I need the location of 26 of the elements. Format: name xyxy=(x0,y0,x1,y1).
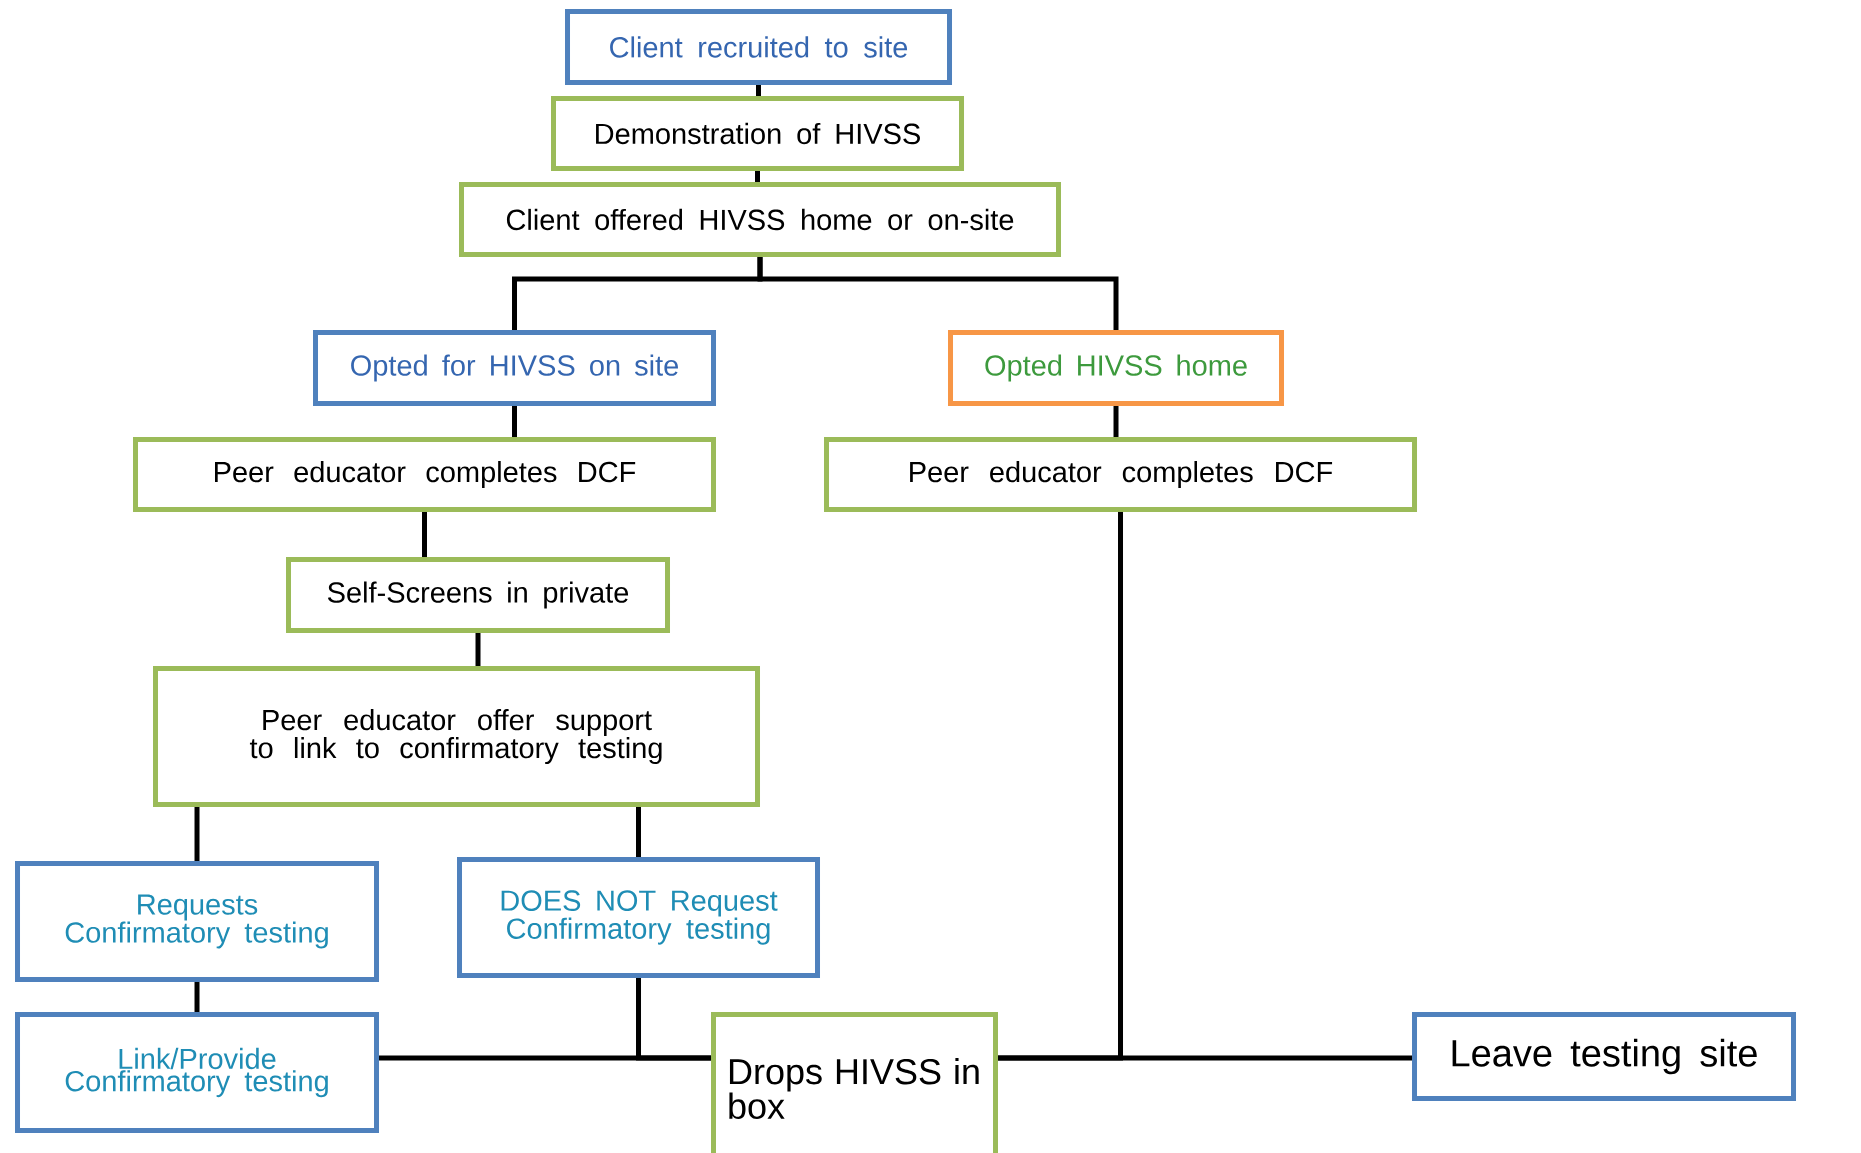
connector-line xyxy=(755,171,760,182)
process-box: Demonstration of HIVSS xyxy=(551,96,964,171)
process-box: Opted HIVSS home xyxy=(948,330,1284,406)
process-box: Client recruited to site xyxy=(565,9,952,85)
process-box: Peer educator offer support to link to confirmatory testing xyxy=(153,666,760,807)
process-box: Opted for HIVSS on site xyxy=(313,330,716,406)
process-box: Link/Provide Confirmatory testing xyxy=(15,1012,379,1133)
connector-line xyxy=(512,406,517,437)
connector-line xyxy=(475,633,481,666)
connector-line xyxy=(194,982,200,1012)
process-box: Client offered HIVSS home or on-site xyxy=(459,182,1061,257)
connector-line xyxy=(636,807,641,857)
connector-line xyxy=(194,807,200,861)
process-box: Peer educator completes DCF xyxy=(133,437,716,512)
process-box: Leave testing site xyxy=(1412,1012,1796,1101)
process-box: Drops HIVSS in box xyxy=(711,1012,998,1153)
connector-line xyxy=(756,85,761,96)
connector-line xyxy=(998,1055,1412,1061)
connector-line xyxy=(1113,406,1119,437)
process-box: Requests Confirmatory testing xyxy=(15,861,379,982)
process-box: DOES NOT Request Confirmatory testing xyxy=(457,857,820,978)
connector-line xyxy=(757,257,1119,330)
connector-line xyxy=(379,1055,711,1061)
process-box: Peer educator completes DCF xyxy=(824,437,1417,512)
process-box: Self-Screens in private xyxy=(286,557,670,633)
connector-line xyxy=(422,512,427,557)
